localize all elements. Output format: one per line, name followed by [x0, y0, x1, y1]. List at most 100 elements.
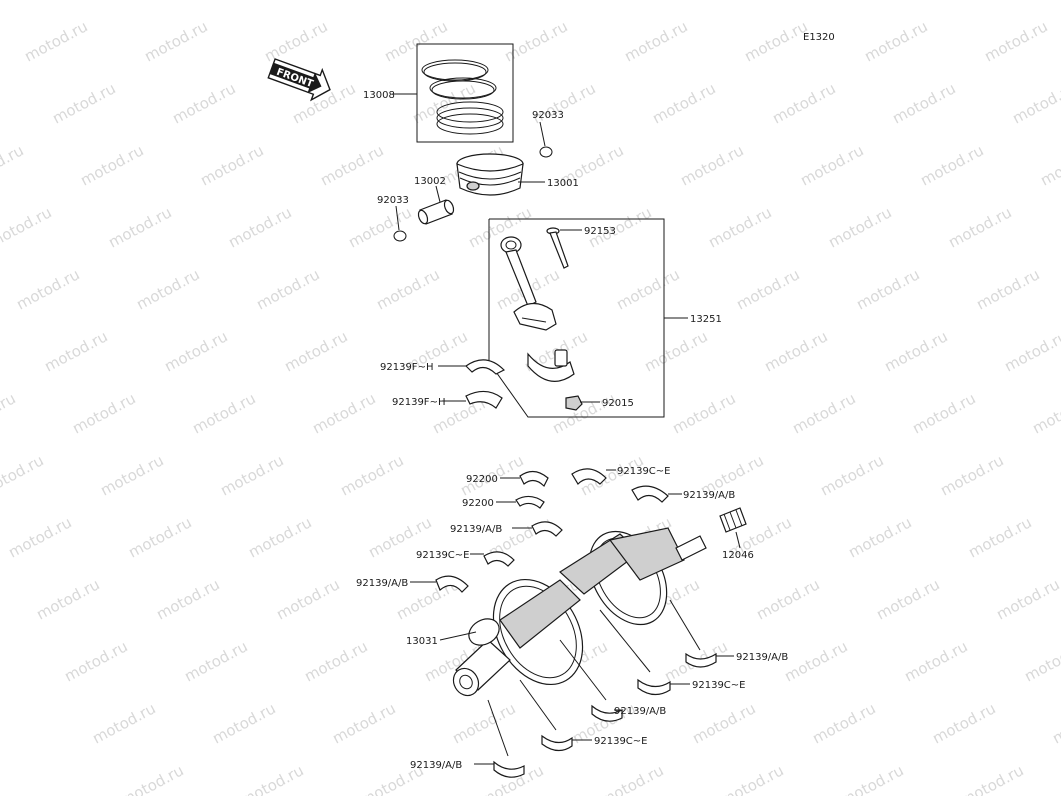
- label-92139ce-1: 92139C~E: [617, 466, 671, 477]
- watermark-text: motod.ru: [77, 141, 146, 189]
- watermark-text: motod.ru: [233, 0, 302, 4]
- watermark-text: motod.ru: [61, 637, 130, 685]
- watermark-text: motod.ru: [0, 389, 19, 437]
- watermark-text: motod.ru: [261, 17, 330, 65]
- watermark-text: motod.ru: [817, 451, 886, 499]
- label-92015: 92015: [602, 398, 634, 409]
- watermark-text: motod.ru: [125, 513, 194, 561]
- watermark-text: motod.ru: [89, 699, 158, 747]
- watermark-text: motod.ru: [853, 265, 922, 313]
- main-bearing-4-icon: [483, 551, 515, 567]
- label-92139fh-1: 92139F~H: [380, 362, 433, 373]
- label-92139ab-6: 92139/A/B: [410, 760, 462, 771]
- watermark-text: motod.ru: [861, 17, 930, 65]
- watermark-text: motod.ru: [465, 203, 534, 251]
- label-92139ab-2: 92139/A/B: [450, 524, 502, 535]
- watermark-text: motod.ru: [309, 389, 378, 437]
- watermark-text: motod.ru: [0, 203, 55, 251]
- watermark-text: motod.ru: [449, 699, 518, 747]
- connecting-rod-icon: [500, 236, 557, 331]
- watermark-text: motod.ru: [161, 327, 230, 375]
- label-92139fh-2: 92139F~H: [392, 397, 445, 408]
- conrod-bearing-upper-icon: [465, 359, 506, 375]
- watermark-text: motod.ru: [373, 265, 442, 313]
- watermark-text: motod.ru: [809, 699, 878, 747]
- main-bearing-10-icon: [493, 760, 525, 778]
- label-92200-a: 92200: [466, 474, 498, 485]
- piston-rings-icon: [421, 59, 504, 135]
- watermark-text: motod.ru: [69, 389, 138, 437]
- watermark-text: motod.ru: [197, 141, 266, 189]
- watermark-text: motod.ru: [225, 203, 294, 251]
- crankshaft-icon: [452, 527, 707, 697]
- label-92139ab-1: 92139/A/B: [683, 490, 735, 501]
- watermark-text: motod.ru: [837, 761, 906, 796]
- watermark-text: motod.ru: [1037, 141, 1061, 189]
- watermark-text: motod.ru: [689, 699, 758, 747]
- watermark-text: motod.ru: [5, 513, 74, 561]
- watermark-text: motod.ru: [669, 389, 738, 437]
- watermark-text: motod.ru: [0, 141, 27, 189]
- watermark-text: motod.ru: [21, 17, 90, 65]
- watermark-text: motod.ru: [41, 327, 110, 375]
- watermark-text: motod.ru: [49, 79, 118, 127]
- needle-bearing-icon: [719, 507, 747, 533]
- watermark-text: motod.ru: [237, 761, 306, 796]
- watermark-text: motod.ru: [253, 265, 322, 313]
- circlip-left-icon: [393, 230, 407, 242]
- label-92200-b: 92200: [462, 498, 494, 509]
- watermark-text: motod.ru: [973, 265, 1042, 313]
- watermark-text: motod.ru: [353, 0, 422, 4]
- label-92139ab-5: 92139/A/B: [614, 706, 666, 717]
- watermark-text: motod.ru: [133, 265, 202, 313]
- circlip-icon: [539, 146, 553, 158]
- watermark-text: motod.ru: [181, 637, 250, 685]
- watermark-text: motod.ru: [273, 575, 342, 623]
- watermark-text: motod.ru: [105, 203, 174, 251]
- conrod-box: [488, 218, 665, 418]
- watermark-text: motod.ru: [881, 327, 950, 375]
- label-13251: 13251: [690, 314, 722, 325]
- watermark-text: motod.ru: [901, 637, 970, 685]
- watermark-text: motod.ru: [381, 17, 450, 65]
- piston-icon: [456, 153, 524, 196]
- watermark-text: motod.ru: [781, 637, 850, 685]
- watermark-text: motod.ru: [1057, 451, 1061, 499]
- watermark-text: motod.ru: [649, 79, 718, 127]
- label-92139ce-3: 92139C~E: [692, 680, 746, 691]
- label-92033-top: 92033: [532, 110, 564, 121]
- watermark-text: motod.ru: [965, 513, 1034, 561]
- watermark-text: motod.ru: [741, 17, 810, 65]
- label-92033-left: 92033: [377, 195, 409, 206]
- watermark-text: motod.ru: [189, 389, 258, 437]
- watermark-text: motod.ru: [245, 513, 314, 561]
- main-bearing-6-icon: [685, 652, 717, 668]
- watermark-text: motod.ru: [0, 0, 63, 4]
- watermark-text: motod.ru: [593, 0, 662, 4]
- label-92139ce-4: 92139C~E: [594, 736, 648, 747]
- conrod-bolt-icon: [546, 227, 569, 269]
- watermark-text: motod.ru: [929, 699, 998, 747]
- watermark-text: motod.ru: [1049, 699, 1061, 747]
- watermark-text: motod.ru: [1001, 327, 1061, 375]
- label-13002: 13002: [414, 176, 446, 187]
- main-bearing-2-icon: [631, 485, 669, 503]
- main-bearing-5-icon: [435, 575, 469, 593]
- watermark-text: motod.ru: [209, 699, 278, 747]
- main-bearing-icon: [571, 468, 607, 485]
- main-bearing-7-icon: [637, 678, 671, 696]
- watermark-text: motod.ru: [789, 389, 858, 437]
- watermark-text: motod.ru: [761, 327, 830, 375]
- watermark-text: motod.ru: [345, 203, 414, 251]
- watermark-text: motod.ru: [597, 761, 666, 796]
- watermark-text: motod.ru: [993, 575, 1061, 623]
- watermark-text: motod.ru: [705, 203, 774, 251]
- watermark-text: motod.ru: [797, 141, 866, 189]
- front-arrow-icon: FRONT: [267, 58, 331, 102]
- label-92153: 92153: [584, 226, 616, 237]
- label-13031: 13031: [406, 636, 438, 647]
- watermark-text: motod.ru: [641, 327, 710, 375]
- label-92139ce-2: 92139C~E: [416, 550, 470, 561]
